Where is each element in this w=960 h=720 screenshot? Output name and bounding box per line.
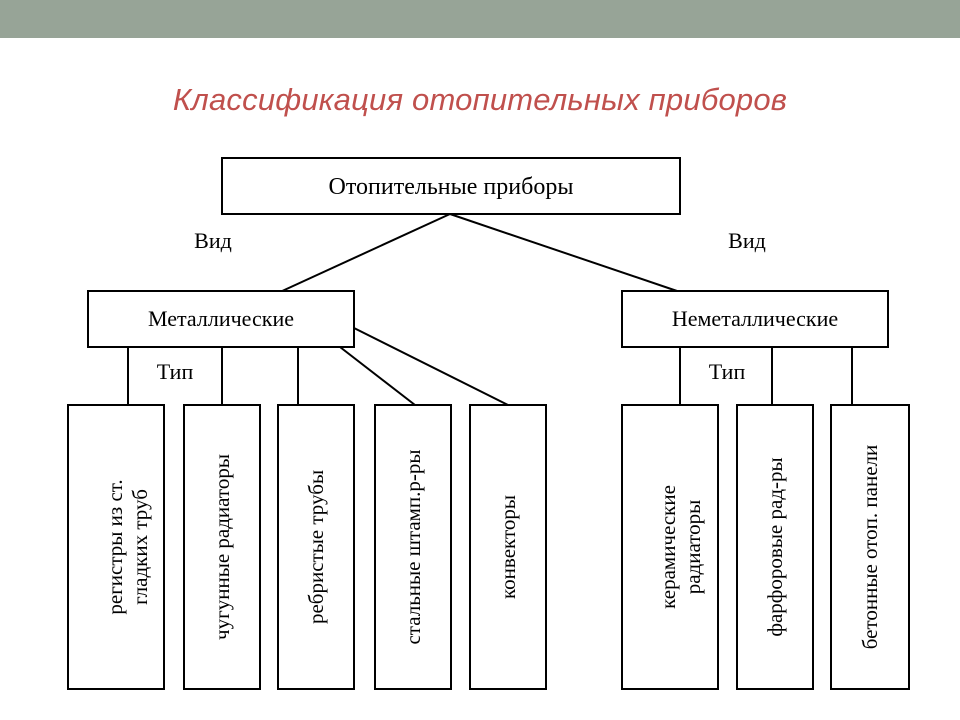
edge-label-right: Вид: [728, 228, 766, 253]
connector-root-metallic: [279, 213, 451, 293]
metallic-type-box-2: [183, 404, 261, 690]
metallic-type-text-1a: регистры из ст.: [103, 479, 127, 614]
metallic-type-box-5: [469, 404, 547, 690]
nonmetallic-type-text-3: бетонные отоп. панели: [858, 445, 882, 649]
nonmetallic-type-label: Тип: [709, 359, 746, 384]
metallic-type-text-2: чугунные радиаторы: [210, 454, 234, 640]
edge-label-left: Вид: [194, 228, 232, 253]
metallic-node-label: Металлические: [148, 306, 294, 331]
nonmetallic-type-text-2: фарфоровые рад-ры: [763, 457, 787, 636]
slide-title: Классификация отопительных приборов: [172, 82, 788, 117]
metallic-node-box: [87, 290, 355, 348]
metallic-type-box-1: [67, 404, 165, 690]
nonmetallic-node-label: Неметаллические: [672, 306, 838, 331]
nonmetallic-type-box-1: [621, 404, 719, 690]
metallic-type-text-5: конвекторы: [496, 495, 520, 599]
metallic-type-box-3: [277, 404, 355, 690]
metallic-type-box-4: [374, 404, 452, 690]
metallic-type-text-3: ребристые трубы: [304, 470, 328, 624]
metallic-type-text-1b: гладких труб: [128, 489, 152, 605]
root-node-box: [221, 157, 681, 215]
connector-metallic-type-4: [339, 346, 416, 406]
metallic-type-label: Тип: [157, 359, 194, 384]
root-node-label: Отопительные приборы: [329, 174, 574, 200]
nonmetallic-node-box: [621, 290, 889, 348]
top-bar: [0, 0, 960, 38]
connector-metallic-type-5: [353, 327, 509, 406]
nonmetallic-type-box-3: [830, 404, 910, 690]
nonmetallic-type-text-1a: керамические: [656, 485, 680, 609]
nonmetallic-type-box-2: [736, 404, 814, 690]
metallic-type-text-4: стальные штамп.р-ры: [401, 449, 425, 644]
nonmetallic-type-text-1b: радиаторы: [681, 500, 705, 595]
connector-root-nonmetallic: [449, 213, 681, 293]
